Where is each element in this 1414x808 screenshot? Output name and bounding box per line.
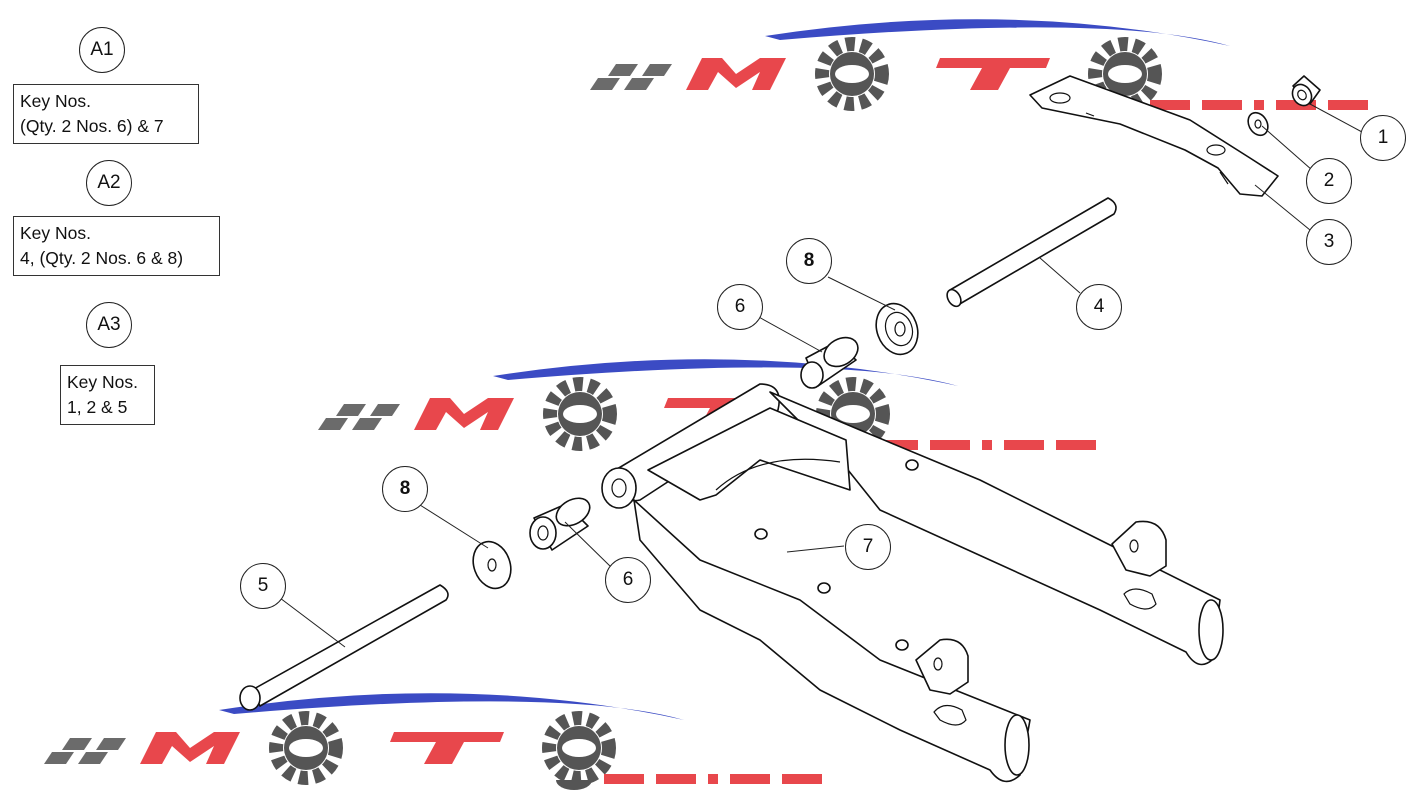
part-callout-8-lower: 8 — [382, 466, 428, 512]
part-callout-2: 2 — [1306, 158, 1352, 204]
part-8-bearing-upper — [875, 302, 919, 356]
part-callout-6-lower: 6 — [605, 557, 651, 603]
key-box-a3-line2: 1, 2 & 5 — [67, 397, 128, 417]
key-box-a3: Key Nos. 1, 2 & 5 — [60, 365, 155, 425]
assembly-callout-a1: A1 — [79, 27, 125, 73]
part-3-bracket — [1029, 75, 1279, 197]
assembly-callout-a3: A3 — [86, 302, 132, 348]
assembly-callout-a2: A2 — [86, 160, 132, 206]
part-6-bush-lower — [529, 497, 591, 551]
part-callout-1: 1 — [1360, 115, 1406, 161]
key-box-a2-line2: 4, (Qty. 2 Nos. 6 & 8) — [20, 248, 184, 268]
part-callout-8-upper: 8 — [786, 238, 832, 284]
key-box-a1-line1: Key Nos. — [20, 91, 91, 111]
part-callout-6-upper: 6 — [717, 284, 763, 330]
part-7-swinging-arm — [601, 383, 1224, 783]
part-2-washer — [1247, 111, 1269, 137]
part-8-bearing-lower — [472, 540, 512, 590]
part-5-pivot-spindle — [239, 584, 449, 711]
watermark-logo-top — [590, 19, 1368, 116]
part-callout-4: 4 — [1076, 284, 1122, 330]
part-callout-3: 3 — [1306, 219, 1352, 265]
part-callout-7: 7 — [845, 524, 891, 570]
part-4-spindle — [946, 197, 1117, 308]
part-1-bush — [1291, 75, 1321, 107]
key-box-a1-line2: (Qty. 2 Nos. 6) & 7 — [20, 116, 164, 136]
part-callout-5: 5 — [240, 563, 286, 609]
leader-lines — [279, 103, 1363, 648]
key-box-a2-line1: Key Nos. — [20, 223, 91, 243]
key-box-a2: Key Nos. 4, (Qty. 2 Nos. 6 & 8) — [13, 216, 220, 276]
watermark-logo-bottom — [44, 693, 822, 790]
key-box-a3-line1: Key Nos. — [67, 372, 138, 392]
part-6-bush-upper — [800, 336, 859, 389]
key-box-a1: Key Nos. (Qty. 2 Nos. 6) & 7 — [13, 84, 199, 144]
